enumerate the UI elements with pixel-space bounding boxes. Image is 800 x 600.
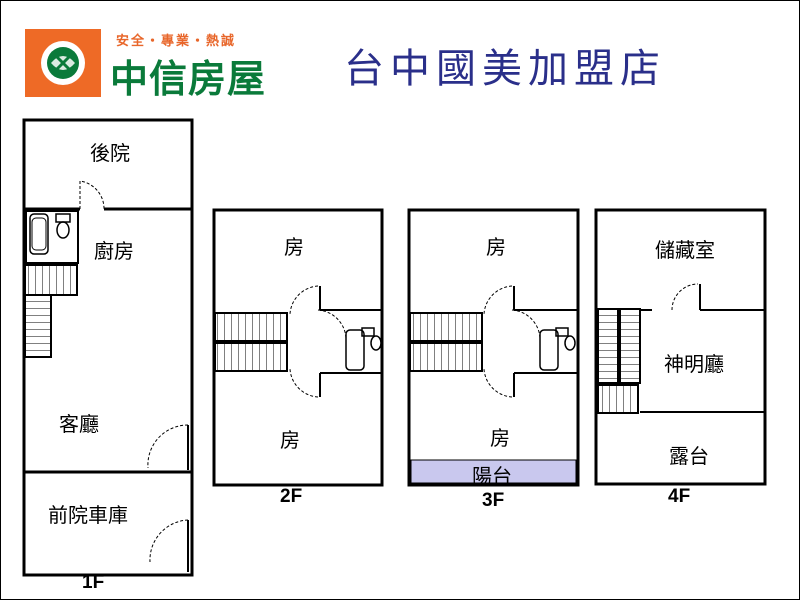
floor-label-2f: 2F: [280, 486, 303, 507]
room-2f-bottom: 房: [280, 428, 300, 452]
bathtub-icon: [345, 329, 365, 371]
room-terrace: 露台: [669, 444, 709, 468]
toilet-icon: [555, 327, 569, 337]
door-swing-icon: [289, 285, 347, 398]
room-garage: 前院車庫: [48, 503, 128, 527]
toilet-icon: [361, 327, 375, 337]
bathtub-icon: [539, 329, 559, 371]
room-backyard: 後院: [90, 141, 130, 165]
stairs-icon: [597, 308, 641, 414]
floor-3f-bathroom: [539, 327, 576, 371]
bathtub-icon: [29, 213, 49, 255]
floor-1f-bathroom: [25, 210, 79, 264]
room-shrine: 神明廳: [664, 352, 724, 376]
store-name: 台中國美加盟店: [344, 46, 666, 92]
toilet-icon: [55, 213, 71, 223]
stairs-icon: [24, 264, 78, 358]
room-3f-bottom: 房: [490, 426, 510, 450]
floor-label-4f: 4F: [668, 486, 691, 507]
floor-label-3f: 3F: [482, 490, 505, 511]
door-swing-icon: [671, 283, 699, 311]
floor-label-1f: 1F: [82, 572, 105, 593]
stairs-icon: [214, 312, 288, 372]
room-3f-top: 房: [486, 235, 506, 259]
balcony-fill: [410, 459, 577, 484]
room-3f-balcony: 陽台: [472, 464, 512, 488]
company-logo-icon: [25, 29, 101, 97]
door-swing-icon: [79, 180, 189, 563]
company-name: 中信房屋: [110, 57, 267, 101]
company-slogan: 安全・專業・熱誠: [116, 34, 237, 49]
door-swing-icon: [483, 285, 541, 398]
stairs-icon: [409, 312, 483, 372]
floor-2f-bathroom: [345, 327, 382, 371]
floor-1f-plan: [22, 118, 194, 577]
room-kitchen: 廚房: [94, 239, 134, 263]
room-living: 客廳: [59, 412, 99, 436]
room-2f-top: 房: [284, 235, 304, 259]
room-storage: 儲藏室: [655, 238, 715, 262]
